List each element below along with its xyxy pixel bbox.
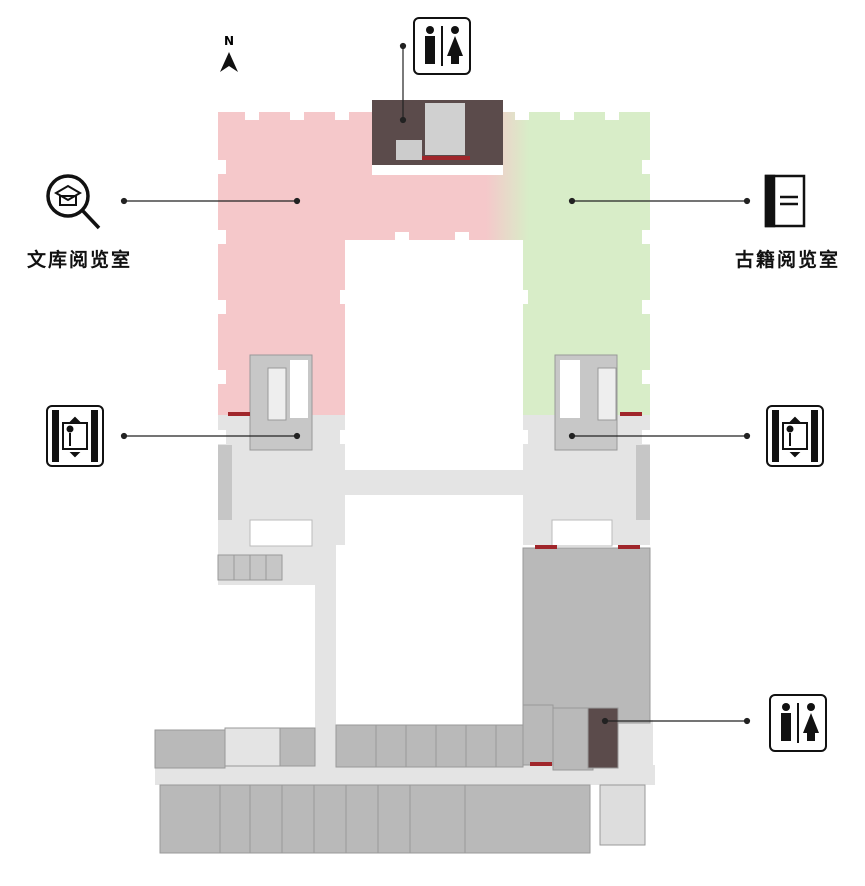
corridor-features bbox=[217, 445, 650, 581]
restroom-icon[interactable] bbox=[769, 694, 827, 752]
courtyard-south bbox=[345, 495, 523, 720]
office-block-east bbox=[522, 547, 651, 771]
guji-reading-room-label: 古籍阅览室 bbox=[735, 249, 841, 271]
courtyard-north bbox=[345, 240, 523, 470]
doors bbox=[228, 412, 642, 766]
elevator-core-west bbox=[249, 354, 313, 451]
restroom-north-area bbox=[372, 100, 503, 175]
wall-notches bbox=[214, 108, 654, 514]
callout-lines bbox=[120, 42, 751, 725]
book-icon[interactable] bbox=[764, 174, 806, 228]
elevator-core-east bbox=[554, 354, 618, 451]
wenku-reading-room-label: 文库阅览室 bbox=[27, 249, 133, 271]
office-block-south bbox=[154, 724, 646, 854]
restroom-icon[interactable] bbox=[413, 17, 471, 75]
graduation-search-icon[interactable] bbox=[46, 174, 101, 230]
elevator-icon[interactable] bbox=[46, 405, 104, 467]
north-arrow-icon bbox=[220, 52, 238, 72]
north-label: N bbox=[223, 34, 235, 48]
elevator-icon[interactable] bbox=[766, 405, 824, 467]
